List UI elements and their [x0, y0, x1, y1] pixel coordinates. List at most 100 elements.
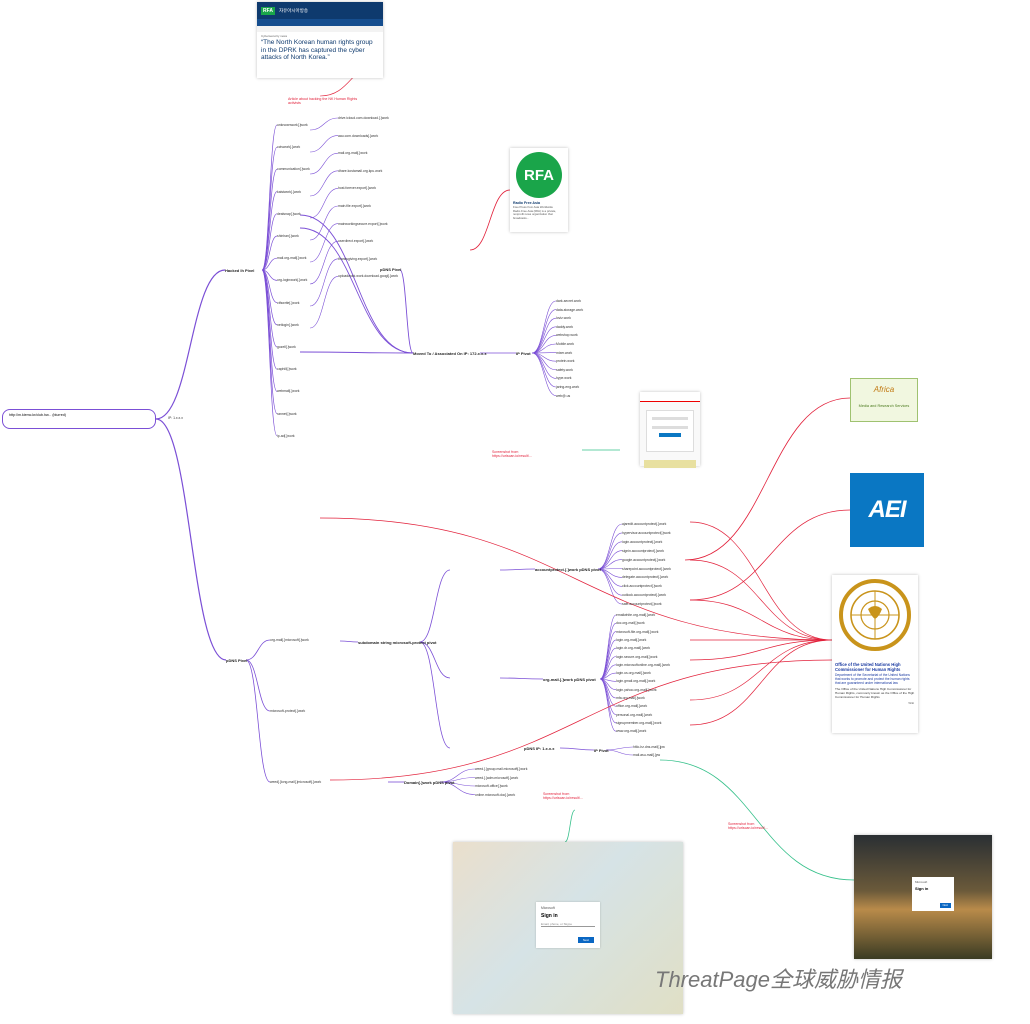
login-top-bar — [640, 392, 700, 402]
aei-logo: AEI — [850, 473, 924, 547]
link-ohchr — [689, 521, 833, 641]
org-domain-label: login.us.org-mail[.]work — [616, 671, 651, 676]
link-pdns-moved — [399, 269, 414, 354]
link-sub-hub — [339, 640, 359, 643]
rfa-site-name: 자유아시아방송 — [279, 7, 308, 13]
rfa-card-name: Radio Free Asia — [513, 201, 541, 205]
link-ip-pivot — [531, 317, 557, 354]
link-mail-moved — [299, 214, 414, 354]
ip-pivot-label: daddy.work — [556, 324, 574, 329]
signin-next-button[interactable]: Next — [577, 937, 594, 943]
rfa-quote: “The North Korean human rights group in … — [261, 39, 373, 62]
domain-label: microsoft.office[.]work — [475, 784, 508, 788]
top-branch-label: cctvwork[.]work — [277, 145, 301, 150]
link-root-bottom — [155, 418, 227, 661]
link-top-branch — [261, 269, 278, 392]
org-domain-label: mfa.org-mail[.]work — [616, 696, 645, 700]
top-branch-label: shinhan[.]work — [277, 234, 299, 238]
org-domain-label: login.yahoo.org-mail[.]work — [616, 687, 657, 692]
link-top-branch — [261, 169, 278, 271]
link-pdnsip-ippivot2 — [559, 747, 595, 751]
org-domain-label: signupmember.org-mail[.]work — [616, 720, 662, 725]
link-domain-ohchr — [329, 659, 833, 781]
top-branch-label: dealsnap[.]work — [277, 211, 301, 216]
rfa-note: Article about hacking the NK Human Right… — [288, 97, 358, 106]
hub-account: accountprotect.[.]work pDNS pivot — [535, 567, 601, 572]
account-domain-label: ajaredit.accountprotect[.]work — [622, 522, 667, 526]
link-registry-ohchr — [319, 517, 833, 641]
link-sub-pdnsip — [419, 641, 451, 749]
link-ip-pivot — [531, 309, 557, 354]
link-top-branch — [261, 269, 278, 437]
hub-moved: Moved To / Associated On IP: 172.x.x.x — [413, 351, 487, 356]
ip-pivot-label: dark-secret.work — [556, 299, 582, 303]
link-ippivot2 — [605, 749, 634, 756]
middle-branch-label: dhare.kostamail.org.kpu.work — [338, 168, 383, 173]
signin-title: Sign in — [541, 913, 558, 919]
ip-pivot-label: webshop.work — [556, 333, 578, 338]
rfa-header: RFA 자유아시아방송 — [257, 2, 383, 19]
ohchr-subtitle: Department of the Secretariat of the Uni… — [835, 673, 910, 685]
watermark: ThreatPage全球威胁情报 — [655, 967, 902, 992]
signin-field[interactable]: Email, phone, or Skype — [541, 922, 595, 927]
link-middle-branch — [309, 117, 339, 131]
ohchr-card: Office of the United Nations High Commis… — [832, 575, 918, 733]
ip-pivot-label: jaring-eng.work — [556, 385, 580, 389]
link-african — [684, 397, 851, 561]
signin-box: Microsoft Sign in Email, phone, or Skype… — [536, 902, 600, 948]
link-org-domain — [599, 614, 617, 680]
org-domain-label: microsoft-file.org-mail[.]work — [616, 629, 659, 634]
login-footer-band — [644, 460, 696, 468]
link-top-branch — [261, 269, 278, 414]
ohchr-title: Office of the United Nations High Commis… — [835, 662, 901, 672]
link-ohchr — [689, 639, 833, 661]
link-top-branch — [261, 124, 278, 271]
middle-branch-label: drive.icloud.com.download.[.]work — [338, 116, 389, 120]
org-domain-label: login.dr.org-mail[.]work — [616, 646, 651, 651]
signin-brand: Microsoft — [541, 906, 555, 910]
subdomain-label: microsoft-protect[.]work — [270, 709, 306, 713]
account-domain-label: google.accountprotect[.]work — [622, 557, 666, 562]
link-ip-pivot — [531, 352, 557, 388]
signin-box-dark: Microsoft Sign in Next — [912, 877, 954, 911]
link-bottom-subdomain — [245, 639, 271, 661]
link-middle-branch — [309, 152, 339, 175]
hub-pdns: pDNS Pixel — [380, 267, 402, 272]
top-branch-label: communication[.]work — [277, 167, 310, 172]
ohchr-description: The Office of the United Nations High Co… — [835, 687, 915, 699]
link-sub-org — [419, 641, 451, 679]
link-ohchr — [689, 639, 833, 726]
link-account-domain — [597, 523, 623, 570]
link-middle-branch — [309, 240, 339, 285]
middle-branch-label: thanksgiving.export[.]work — [338, 256, 378, 261]
link-ippivot2 — [605, 746, 634, 751]
account-domain-label: signin.accountprotect[.]work — [622, 548, 665, 553]
account-domain-label: login.accountprotect[.]work — [622, 539, 663, 544]
login-note-one: Screenshot from https://urlscan.io/resul… — [492, 450, 532, 459]
login-note-three: Screenshot from https://urlscan.io/resul… — [728, 822, 768, 831]
ohchr-more-link[interactable]: Wiki — [908, 701, 914, 706]
link-ohchr — [689, 639, 833, 701]
aei-logo-text: AEI — [868, 496, 906, 523]
org-domain-label: office.org-mail[.]work — [616, 704, 648, 709]
link-large-signin — [564, 809, 576, 843]
subdomain-label: org-mail[.]microsoft[.]work — [270, 638, 309, 642]
un-emblem-icon — [839, 579, 911, 651]
top-branch-label: gozell[.]work — [277, 345, 296, 349]
signin-dark-next-button[interactable]: Next — [939, 903, 951, 908]
link-middle-branch — [309, 205, 339, 241]
top-branch-label: rannet[.]work — [277, 411, 297, 416]
account-domain-label: safe.accountprotect[.]work — [622, 602, 662, 607]
link-rfa-card — [469, 189, 511, 251]
link-org-domain — [599, 639, 617, 680]
link-middle-branch — [309, 135, 339, 153]
middle-branch-label: uploadwork.work.download.googl[.]work — [338, 274, 399, 279]
link-org-domain — [599, 678, 617, 724]
ip-pivot-label: loviz.work — [556, 316, 571, 321]
middle-branch-label: aau.com.downloads[.]work — [338, 133, 379, 138]
middle-branch-label: mainworkingsecure.export[.]work — [338, 221, 388, 226]
ip-pivot2-label: mail.asu-mail[.]pw — [633, 753, 661, 757]
african-media-logo: Africa Media and Research Services — [850, 378, 918, 422]
african-logo-text: Africa — [873, 385, 895, 394]
